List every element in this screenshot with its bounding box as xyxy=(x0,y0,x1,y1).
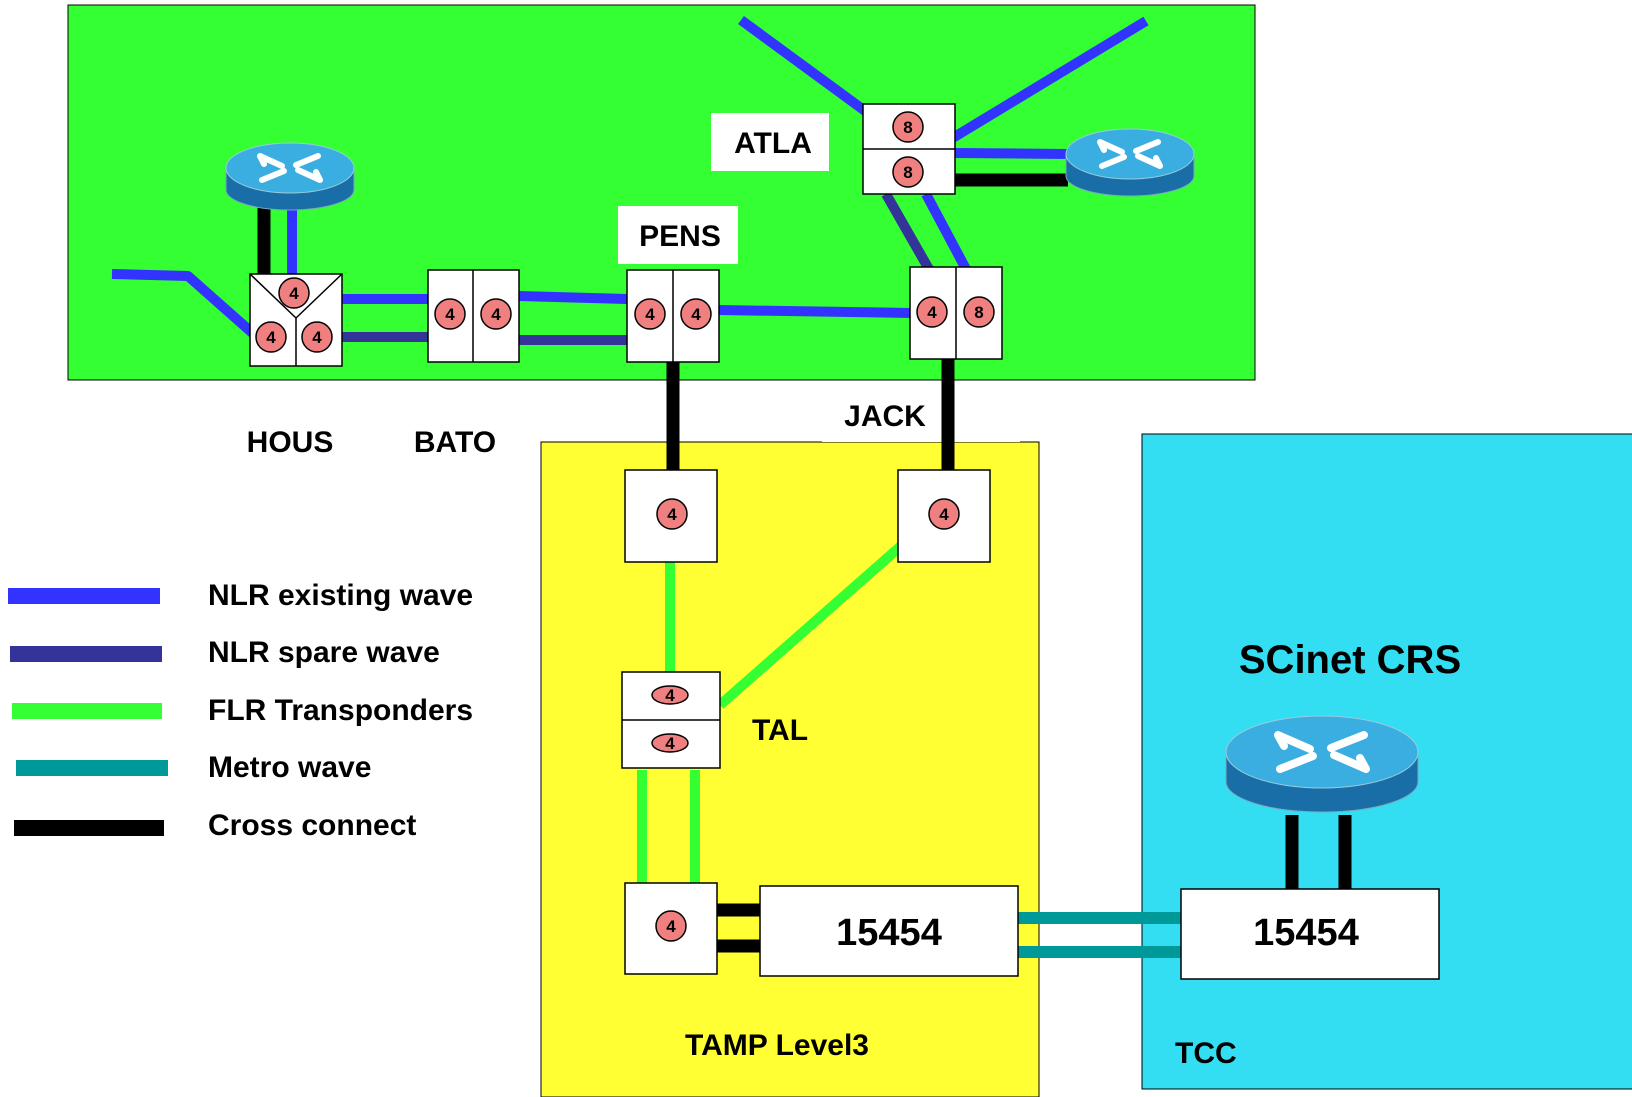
badge: 4 xyxy=(916,296,948,328)
metro-waves xyxy=(1018,912,1183,958)
legend-label: Metro wave xyxy=(208,751,371,784)
router-icon xyxy=(225,142,355,211)
svg-text:4: 4 xyxy=(289,284,299,303)
tamp-bottom-node xyxy=(624,882,718,975)
flr-transponders xyxy=(637,541,906,883)
router-icon xyxy=(1225,715,1419,813)
svg-text:4: 4 xyxy=(445,305,455,324)
badge: 4 xyxy=(928,498,960,530)
nlr-spare-waves xyxy=(342,191,935,345)
badge: 4 xyxy=(651,685,689,705)
svg-text:4: 4 xyxy=(691,305,701,324)
cross-connects xyxy=(257,173,1352,953)
badge: 8 xyxy=(963,296,995,328)
ons-tamp-label: 15454 xyxy=(836,912,942,954)
legend-label: FLR Transponders xyxy=(208,694,473,727)
hous-label: HOUS xyxy=(247,426,334,459)
pens-label: PENS xyxy=(639,220,721,253)
tcc-label: TCC xyxy=(1175,1037,1237,1070)
svg-text:4: 4 xyxy=(665,686,675,705)
svg-text:4: 4 xyxy=(665,734,675,753)
svg-text:4: 4 xyxy=(666,917,676,936)
bato-label: BATO xyxy=(414,426,496,459)
badge: 4 xyxy=(680,298,712,330)
legend-label: NLR existing wave xyxy=(208,579,473,612)
badge: 4 xyxy=(278,277,310,309)
jack-label: JACK xyxy=(844,400,926,433)
badge: 4 xyxy=(656,498,688,530)
atla-label: ATLA xyxy=(734,127,812,160)
badge: 4 xyxy=(480,298,512,330)
legend-label: NLR spare wave xyxy=(208,636,440,669)
jack-label-bg xyxy=(822,385,1020,442)
svg-text:4: 4 xyxy=(939,505,949,524)
badges: 4 4 4 4 4 4 4 4 8 8 8 4 4 4 4 4 xyxy=(255,111,995,942)
svg-text:4: 4 xyxy=(491,305,501,324)
tal-label: TAL xyxy=(752,714,808,747)
badge: 4 xyxy=(655,910,687,942)
atla-label-bg xyxy=(711,113,829,171)
badge: 8 xyxy=(892,156,924,188)
nlr-existing-waves xyxy=(111,15,1149,342)
svg-text:4: 4 xyxy=(266,328,276,347)
pens-label-bg xyxy=(618,206,738,264)
ons-tcc-label: 15454 xyxy=(1253,912,1359,954)
badge: 4 xyxy=(651,733,689,753)
svg-text:8: 8 xyxy=(903,118,912,137)
svg-text:4: 4 xyxy=(667,505,677,524)
svg-text:8: 8 xyxy=(903,163,912,182)
badge: 4 xyxy=(634,298,666,330)
badge: 4 xyxy=(255,321,287,353)
legend: NLR existing wave NLR spare wave FLR Tra… xyxy=(8,579,473,842)
svg-text:4: 4 xyxy=(312,328,322,347)
legend-label: Cross connect xyxy=(208,809,416,842)
badge: 4 xyxy=(301,321,333,353)
svg-text:4: 4 xyxy=(927,303,937,322)
ons-tcc-box xyxy=(1180,888,1440,980)
router-icon xyxy=(1065,128,1195,197)
svg-text:4: 4 xyxy=(645,305,655,324)
scinet-label: SCinet CRS xyxy=(1239,638,1461,682)
badge: 8 xyxy=(892,111,924,143)
badge: 4 xyxy=(434,298,466,330)
svg-text:8: 8 xyxy=(974,303,983,322)
ons-tamp-box xyxy=(759,885,1019,977)
tamp-label: TAMP Level3 xyxy=(685,1029,869,1062)
